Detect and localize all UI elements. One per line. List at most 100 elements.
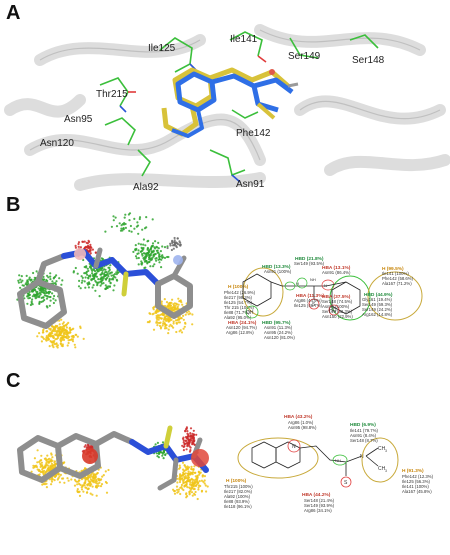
panel-c: N NH S N CH 3 CH 3 HBA (43.2%) Arg86 (1.… xyxy=(0,370,450,550)
cloud-point xyxy=(152,265,155,268)
svg-text:3: 3 xyxy=(385,449,387,453)
cloud-point xyxy=(129,224,132,228)
panel-b: H (100%) Phe142 (26.9%) Ile217 (99.3%) I… xyxy=(0,194,450,368)
cloud-point xyxy=(43,294,46,297)
cloud-point xyxy=(92,277,95,280)
cloud-point xyxy=(30,289,34,293)
cloud-point xyxy=(103,275,106,278)
feature-c-h-right: H (91.3%) Phe142 (12.3%) Ile125 (56.3%) … xyxy=(402,468,434,494)
cloud-point xyxy=(91,493,94,496)
feature-c-h-left: H (100%) Thr215 (100%) Ile217 (82.0%) Al… xyxy=(224,478,253,509)
cloud-point xyxy=(195,433,198,436)
cloud-point xyxy=(91,286,94,289)
cloud-point xyxy=(192,485,195,488)
cloud-point xyxy=(121,229,124,232)
cloud-point xyxy=(43,298,46,302)
cloud-point xyxy=(40,461,44,464)
cloud-point xyxy=(105,491,109,494)
cloud-point xyxy=(159,321,162,324)
svg-text:Phe142 (12.3%): Phe142 (12.3%) xyxy=(402,474,434,479)
cloud-point xyxy=(79,246,82,249)
cloud-point xyxy=(40,454,43,457)
cloud-point xyxy=(187,470,190,473)
cloud-point xyxy=(91,248,94,251)
cloud-point xyxy=(196,479,199,482)
panel-b-label: B xyxy=(6,194,21,216)
cloud-point xyxy=(160,266,163,269)
cloud-point xyxy=(169,242,172,245)
svg-text:Ile217 (82.0%): Ile217 (82.0%) xyxy=(224,489,253,494)
ligand-overlay xyxy=(161,67,299,138)
cloud-point xyxy=(166,245,169,248)
cloud-point xyxy=(67,321,70,324)
cloud-point xyxy=(161,454,164,457)
panel-a: Ile125 Ile141 Ser149 Ser148 Thr215 Asn95… xyxy=(0,0,450,193)
cloud-point xyxy=(162,313,165,316)
svg-text:Ile141 (79.7%): Ile141 (79.7%) xyxy=(350,428,379,433)
cloud-point xyxy=(88,474,91,477)
cloud-point xyxy=(77,242,80,246)
cloud-point xyxy=(167,255,170,259)
cloud-point xyxy=(155,452,158,455)
cloud-point xyxy=(95,268,98,271)
cloud-point xyxy=(99,479,102,482)
cloud-point xyxy=(44,338,48,341)
cloud-point xyxy=(71,340,75,343)
cloud-point xyxy=(44,465,47,468)
cloud-point xyxy=(26,292,29,295)
cloud-point xyxy=(79,326,82,330)
cloud-point xyxy=(146,251,149,255)
cloud-point xyxy=(197,470,200,473)
cloud-point xyxy=(108,285,111,288)
cloud-point xyxy=(184,430,187,433)
svg-text:Ser149 (24.2%): Ser149 (24.2%) xyxy=(362,307,393,312)
cloud-point xyxy=(153,263,156,266)
cloud-point xyxy=(52,336,55,340)
cloud-point xyxy=(159,250,162,253)
cloud-point xyxy=(84,486,87,489)
cloud-point xyxy=(33,457,37,460)
cloud-point xyxy=(74,346,77,349)
cloud-point xyxy=(94,481,97,484)
cloud-point xyxy=(170,248,173,252)
cloud-point xyxy=(83,240,86,243)
cloud-point xyxy=(172,488,175,491)
svg-text:Ile88 (93.9%): Ile88 (93.9%) xyxy=(224,499,250,504)
svg-text:Ser149 (59.3%): Ser149 (59.3%) xyxy=(362,302,393,307)
cloud-point xyxy=(151,251,154,254)
cloud-point xyxy=(188,486,191,489)
svg-text:3: 3 xyxy=(385,469,387,473)
cloud-point xyxy=(97,278,100,281)
panel-c-figure: N NH S N CH 3 CH 3 HBA (43.2%) Arg86 (1.… xyxy=(17,414,434,513)
cloud-point xyxy=(172,320,175,323)
cloud-point xyxy=(55,274,58,277)
svg-text:Asn120 (94.7%): Asn120 (94.7%) xyxy=(226,325,257,330)
cloud-point xyxy=(45,330,48,333)
cloud-point xyxy=(49,275,52,278)
cloud-point xyxy=(140,246,143,249)
cloud-point xyxy=(28,293,31,296)
cloud-point xyxy=(58,277,61,280)
svg-text:HBD (21.8%): HBD (21.8%) xyxy=(295,256,324,262)
cloud-point xyxy=(58,327,61,330)
cloud-point xyxy=(186,486,189,489)
label-thr215: Thr215 xyxy=(96,89,128,100)
cloud-point xyxy=(193,465,196,468)
svg-text:Ile88 (71.7%): Ile88 (71.7%) xyxy=(224,310,250,315)
cloud-point xyxy=(109,282,112,285)
cloud-point xyxy=(191,441,194,444)
cloud-point xyxy=(161,245,164,248)
cloud-point xyxy=(182,327,185,330)
cloud-point xyxy=(41,483,44,486)
cloud-point xyxy=(48,345,51,348)
cloud-point xyxy=(192,471,195,474)
cloud-point xyxy=(194,475,197,478)
cloud-point xyxy=(151,242,155,245)
cloud-point xyxy=(179,466,182,469)
cloud-point xyxy=(49,335,52,338)
cloud-point xyxy=(203,479,206,482)
cloud-point xyxy=(36,335,39,338)
cloud-point xyxy=(203,482,206,485)
cloud-point xyxy=(97,484,100,487)
cloud-point xyxy=(160,258,163,261)
